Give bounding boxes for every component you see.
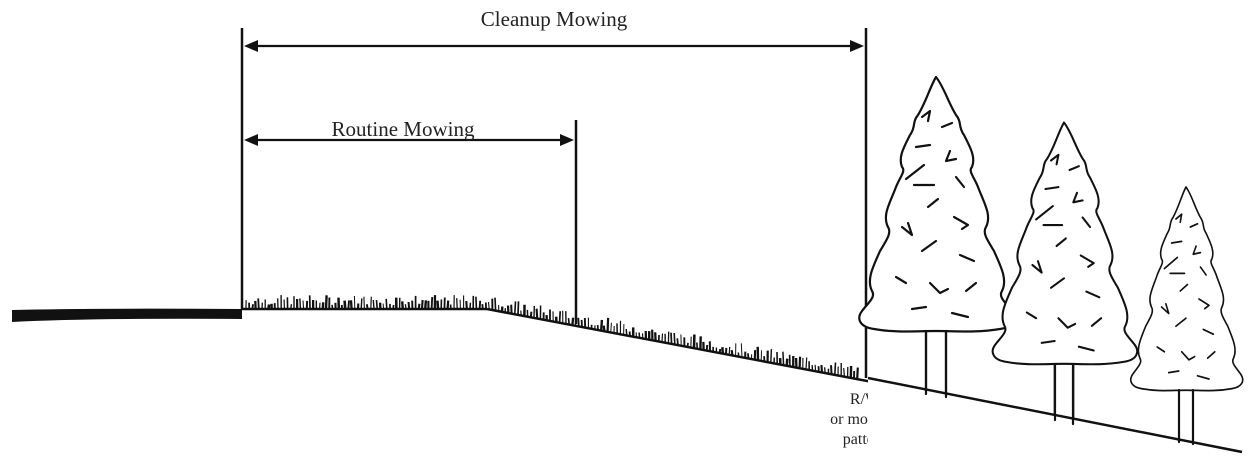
grass-blade (481, 304, 484, 310)
grass-blade (417, 303, 421, 310)
grass-blade (347, 300, 350, 310)
grass-blade (251, 304, 254, 310)
grass-blade (257, 298, 260, 310)
grass-blade (407, 301, 411, 310)
ground-mask (868, 378, 1248, 460)
grass-blade (805, 357, 808, 370)
grass-blade (267, 304, 271, 310)
grass-blade (363, 296, 365, 310)
grass-blade (375, 300, 378, 310)
grass-blade (856, 367, 859, 380)
grass-blade (349, 300, 353, 310)
pavement-edge (12, 308, 242, 322)
grass-blade (558, 311, 562, 323)
grass-blade (577, 317, 580, 327)
cleanup-mowing-label: Cleanup Mowing (481, 7, 628, 31)
grass-blade (456, 298, 458, 310)
grass-blade (343, 300, 347, 310)
grass-blade (465, 301, 468, 310)
grass-blade (290, 304, 293, 310)
grass-blade (299, 298, 302, 310)
grass-blade (610, 322, 612, 333)
grass-blade (782, 351, 785, 366)
cleanup-mowing-arrow (244, 40, 864, 52)
tree-large (858, 75, 1016, 429)
grass-blade (365, 304, 369, 310)
grass-blade (718, 348, 722, 354)
grass-blade (843, 367, 845, 377)
grass-blade (728, 346, 731, 355)
grass-blade (606, 317, 610, 332)
grass-blade (834, 362, 837, 375)
grass-blade (517, 301, 520, 315)
grass-blade (600, 319, 604, 331)
tree-trunks (924, 329, 1195, 446)
grass-blade (324, 295, 328, 310)
grass-blade (424, 300, 428, 310)
grass-blade (430, 297, 434, 310)
grass-blade (737, 352, 740, 357)
grass-blade (785, 358, 789, 366)
grass-blade (625, 328, 628, 336)
grass-blade (602, 325, 606, 332)
grass-blade (475, 296, 478, 310)
grass-blade (661, 333, 664, 343)
grass-blade (446, 300, 450, 310)
grass-blade (740, 343, 743, 358)
grass-blade (830, 365, 833, 375)
grass-blade (382, 303, 385, 310)
grass-blade (670, 332, 673, 345)
grass-blade (370, 296, 372, 310)
grass-blade (535, 308, 539, 319)
grass-blade (494, 297, 497, 311)
grass-blade (638, 332, 641, 338)
grass-blade (385, 298, 388, 310)
grass-blade (302, 300, 305, 310)
grass-blade (529, 311, 533, 318)
grass-blade (823, 367, 826, 374)
grass-blade (436, 300, 440, 310)
grass-blade (514, 301, 517, 315)
grass-blade (372, 300, 375, 310)
grass-tufts (245, 295, 859, 380)
grass-blade (814, 364, 817, 372)
grass-blade (730, 349, 734, 356)
grass-blade (571, 317, 575, 326)
tree-small (1129, 186, 1244, 460)
grass-blade (404, 304, 407, 310)
grass-blade (567, 318, 570, 325)
grass-blade (820, 365, 824, 373)
grass-blade (798, 356, 802, 369)
routine-mowing-arrow (244, 134, 574, 146)
grass-blade (676, 338, 679, 346)
grass-blade (673, 332, 676, 345)
grass-blade (478, 300, 482, 310)
grass-blade (487, 302, 490, 310)
routine-mowing-label: Routine Mowing (332, 117, 475, 141)
grass-blade (401, 301, 404, 310)
grass-blade (420, 299, 424, 310)
grass-blade (770, 349, 773, 363)
grass-blade (360, 298, 363, 310)
tree-medium (991, 121, 1139, 457)
